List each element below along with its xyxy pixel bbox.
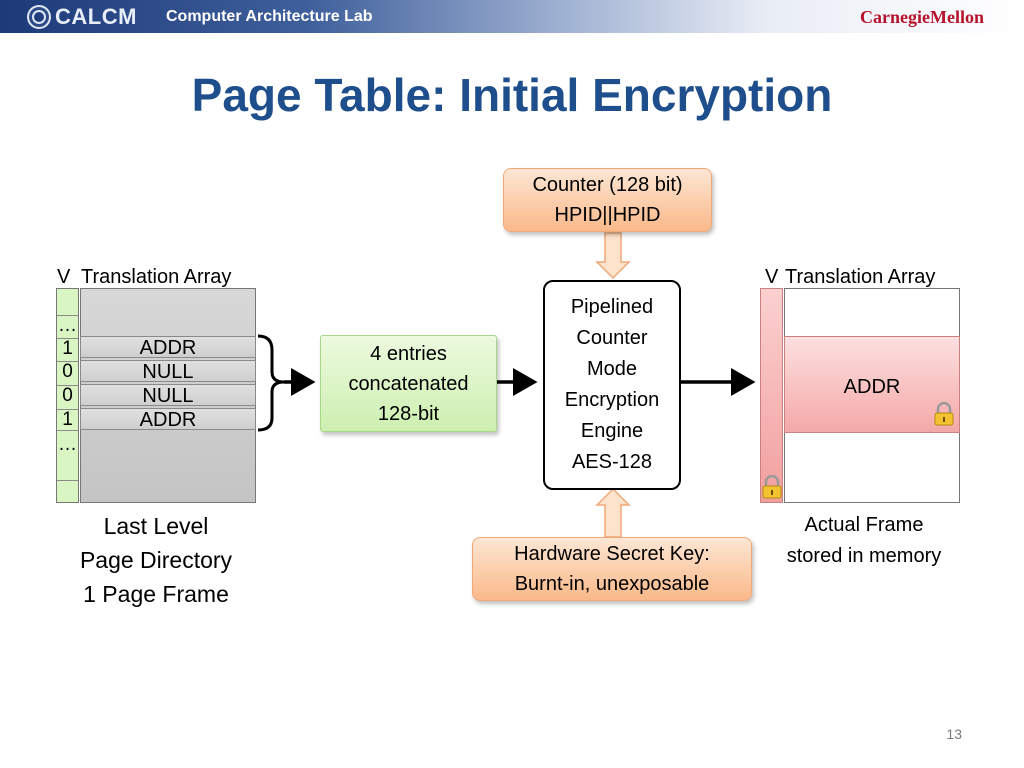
left-array-header: Translation Array xyxy=(81,266,232,288)
right-caption: Actual Frame stored in memory xyxy=(760,510,968,572)
left-caption: Last Level Page Directory 1 Page Frame xyxy=(40,509,272,611)
concat-box: 4 entries concatenated 128-bit xyxy=(320,335,497,432)
left-v-cell: 1 xyxy=(57,409,78,431)
engine-line: Engine xyxy=(580,420,644,442)
left-array-row: NULL xyxy=(80,360,256,383)
key-line: Burnt-in, unexposable xyxy=(514,573,710,595)
left-array-row: ADDR xyxy=(80,336,256,359)
right-caption-line: stored in memory xyxy=(786,545,942,567)
right-v-column xyxy=(760,288,783,503)
slide-number: 13 xyxy=(946,726,962,742)
left-array-row: NULL xyxy=(80,384,256,407)
engine-line: Pipelined xyxy=(570,296,654,318)
left-v-ellipsis-top: … xyxy=(57,315,78,336)
concat-line: 128-bit xyxy=(377,402,440,425)
lock-icon xyxy=(762,475,782,499)
calcm-logo-text: CALCM xyxy=(55,4,137,29)
lock-icon xyxy=(934,402,954,426)
right-caption-line: Actual Frame xyxy=(804,514,924,536)
lab-name: Computer Architecture Lab xyxy=(166,8,373,25)
key-line: Hardware Secret Key: xyxy=(514,543,710,565)
arrow-counter-down xyxy=(595,232,631,280)
brace-shape xyxy=(257,334,285,432)
concat-line: concatenated xyxy=(348,372,469,395)
engine-line: Encryption xyxy=(564,389,660,411)
arrow-key-up xyxy=(595,487,631,538)
right-v-header: V xyxy=(765,266,779,288)
header-bar: CALCM Computer Architecture Lab Carnegie… xyxy=(0,0,1024,33)
engine-line: Counter xyxy=(576,327,648,349)
concat-line: 4 entries xyxy=(370,342,447,365)
left-caption-line: Last Level xyxy=(103,513,209,539)
left-v-cell: 0 xyxy=(57,361,78,382)
left-v-cell: 1 xyxy=(57,338,78,359)
counter-line: Counter (128 bit) xyxy=(532,174,683,196)
encryption-engine-box: Pipelined Counter Mode Encryption Engine… xyxy=(543,280,681,490)
left-v-header: V xyxy=(57,266,71,288)
left-v-ellipsis-bottom: … xyxy=(58,434,77,455)
left-caption-line: Page Directory xyxy=(79,547,233,573)
slide-title: Page Table: Initial Encryption xyxy=(191,69,833,121)
secret-key-box: Hardware Secret Key: Burnt-in, unexposab… xyxy=(472,537,752,601)
engine-line: AES-128 xyxy=(571,451,653,473)
left-v-cell: 0 xyxy=(57,385,78,406)
right-array-header: Translation Array xyxy=(785,266,936,288)
university-logo: CarnegieMellon xyxy=(860,7,984,27)
calcm-logo-icon xyxy=(27,5,51,29)
counter-line: HPID||HPID xyxy=(554,204,661,226)
counter-box: Counter (128 bit) HPID||HPID xyxy=(503,168,712,232)
engine-line: Mode xyxy=(586,358,638,380)
left-array-row: ADDR xyxy=(80,408,256,431)
right-addr-value: ADDR xyxy=(843,376,901,398)
left-v-divider xyxy=(57,480,78,481)
left-v-column: … 1 0 0 1 … xyxy=(56,288,79,503)
left-caption-line: 1 Page Frame xyxy=(83,581,229,607)
right-encrypted-block: ADDR xyxy=(784,336,960,433)
